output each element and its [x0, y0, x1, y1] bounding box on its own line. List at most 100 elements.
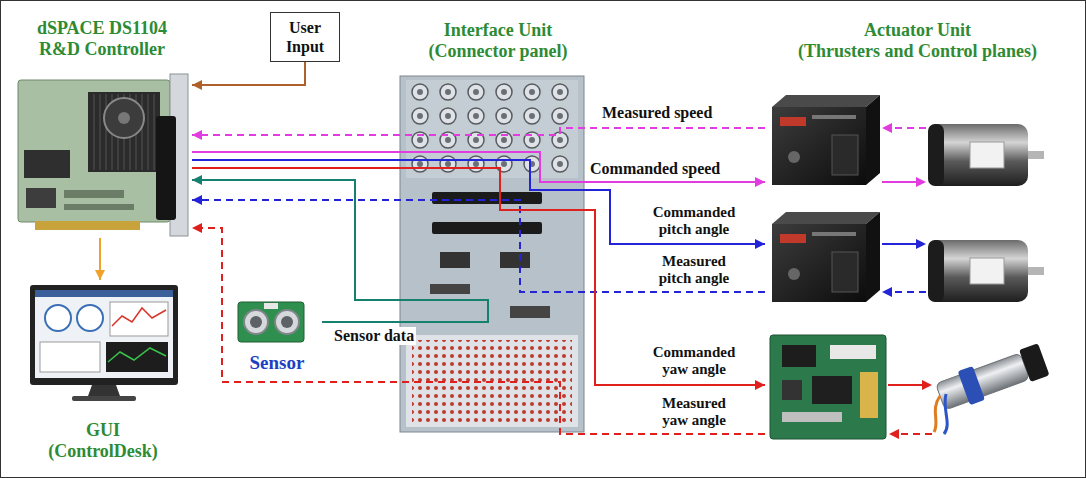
- gui-monitor-part: [77, 305, 103, 331]
- arrow-head: [755, 177, 765, 187]
- actuator-illustration-part: [882, 287, 892, 297]
- connector-panel-part: [496, 84, 512, 100]
- signal-label: Measured yaw angle: [648, 395, 740, 429]
- controller-card-part: [118, 112, 130, 124]
- node-heading: (ControlDesk): [48, 441, 158, 462]
- connector-line: [192, 168, 765, 385]
- signal-connector: [192, 195, 765, 292]
- controller-card-part: [156, 116, 176, 220]
- signal-connector: [192, 223, 765, 434]
- controller-card: [18, 74, 188, 236]
- gui-monitor-part: [35, 290, 173, 378]
- connector-panel-part: [440, 156, 456, 172]
- connector-panel-part: [524, 108, 540, 124]
- sensor-illustration-part: [244, 310, 268, 334]
- actuator-node: Actuator Unit(Thrusters and Control plan…: [765, 20, 1070, 440]
- controller-card-part: [64, 190, 124, 198]
- signal-label: Measured speed: [600, 104, 714, 122]
- signal-connector: [192, 168, 765, 390]
- actuator-illustration-part: [891, 127, 926, 129]
- actuator-illustration-part: [772, 95, 880, 185]
- arrow-head: [755, 380, 765, 390]
- connector-panel-part: [552, 156, 568, 172]
- arrow-head: [755, 239, 765, 249]
- connector-line: [192, 128, 765, 135]
- actuator-illustration-part-part: [1019, 343, 1049, 382]
- connector-line: [192, 160, 765, 244]
- gui-monitor-part: [35, 290, 173, 297]
- arrow-head: [192, 130, 202, 140]
- connector-panel-part: [406, 80, 578, 178]
- actuator-illustration-part: [916, 239, 926, 249]
- actuator-illustration-part: [934, 342, 1050, 413]
- connector-panel-part: [440, 108, 456, 124]
- gui-monitor-part: [108, 348, 166, 362]
- connector-panel-part: [440, 84, 456, 100]
- connector-panel-part: [432, 192, 542, 204]
- actuator-illustration-part: [922, 380, 932, 390]
- actuator-illustration-part: [860, 372, 878, 418]
- actuator-illustration-part: [928, 240, 1044, 302]
- actuator-illustration-part: [782, 412, 842, 422]
- gui-monitor-part: [72, 396, 136, 401]
- actuator-illustration-part-part: [936, 353, 1030, 410]
- gui-monitor-part: [106, 342, 168, 372]
- process-box: User Input: [270, 12, 340, 62]
- actuator-illustration-part: [934, 396, 940, 432]
- node-heading: Actuator Unit: [864, 20, 971, 41]
- arrow-head: [192, 175, 202, 185]
- connector-line: [192, 62, 305, 85]
- node-heading: dSPACE DS1104 R&D Controller: [25, 18, 180, 60]
- connector-panel-part: [468, 108, 484, 124]
- gui-monitor: [30, 285, 178, 401]
- signal-label: Commanded speed: [588, 160, 722, 178]
- actuator-illustration-part: [916, 177, 926, 187]
- connector-panel-part: [440, 252, 470, 268]
- connector-panel-part: [496, 108, 512, 124]
- node-heading: Interface Unit: [444, 20, 552, 41]
- sensor-illustration-part: [264, 303, 278, 309]
- node-heading: GUI: [86, 420, 120, 441]
- actuator-illustration-part: [882, 123, 892, 133]
- connector-panel-part: [412, 84, 428, 100]
- actuator-illustration: [770, 95, 1050, 439]
- node-heading: Sensor: [250, 352, 305, 374]
- sensor-illustration: [238, 302, 304, 342]
- signal-connector: [192, 175, 488, 322]
- connector-panel-part: [524, 156, 540, 172]
- sensor-illustration-part: [275, 310, 299, 334]
- connector-panel-part: [510, 306, 550, 318]
- gui-monitor-part: [40, 342, 100, 372]
- signal-connector: [192, 152, 765, 187]
- signal-label: Commanded yaw angle: [648, 344, 740, 378]
- connector-panel: [400, 76, 584, 432]
- signal-connector: [95, 238, 105, 280]
- sensor-illustration-part: [250, 316, 262, 328]
- signal-label: Commanded pitch angle: [648, 204, 740, 238]
- controller-card-part: [26, 188, 56, 208]
- connector-line: [192, 180, 488, 322]
- arrow-head: [95, 270, 105, 280]
- controller-card-part: [88, 92, 160, 172]
- actuator-illustration-part: [882, 243, 917, 245]
- connector-panel-part: [432, 222, 542, 234]
- node-heading: (Thrusters and Control planes): [798, 41, 1037, 62]
- signal-connector: [192, 160, 765, 249]
- gui-monitor-part: [88, 385, 120, 396]
- sensor-node: Sensor: [232, 298, 322, 374]
- actuator-illustration-part: [891, 291, 926, 293]
- actuator-illustration-part: [898, 433, 932, 435]
- connector-line: [192, 228, 765, 434]
- connector-panel-part: [552, 108, 568, 124]
- arrow-head: [192, 80, 202, 90]
- controller-card-part: [35, 221, 140, 230]
- connector-panel-part: [400, 76, 584, 432]
- signal-label: Sensor data: [332, 327, 416, 345]
- connector-panel-part: [500, 252, 530, 268]
- connector-panel-part: [552, 84, 568, 100]
- sensor-illustration-part: [281, 316, 293, 328]
- actuator-illustration-part: [782, 380, 802, 400]
